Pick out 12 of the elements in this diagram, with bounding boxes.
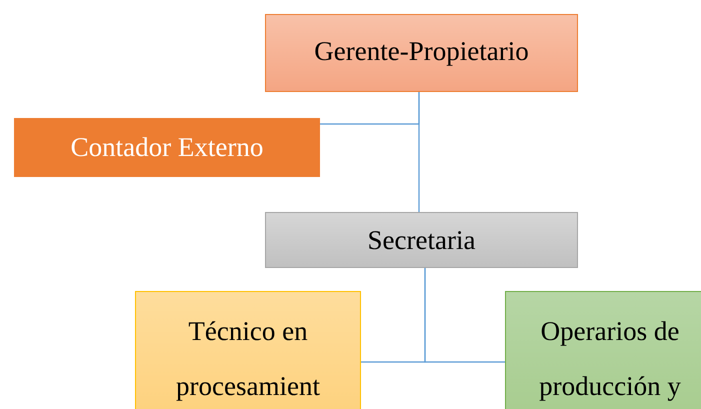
node-label: Secretaria [366,224,476,257]
accountant-box [14,118,320,177]
node-label: Contador Externo [70,131,264,164]
operators-box [505,291,701,409]
technician-box [135,291,361,409]
connector-line [418,92,420,212]
node-label: Operarios de producción y [538,315,682,403]
secretary-box [265,212,578,268]
manager-box [265,14,578,92]
node-label: Técnico en procesamient [175,315,321,403]
node-label: Gerente-Propietario [313,35,530,68]
connector-line [424,268,505,363]
